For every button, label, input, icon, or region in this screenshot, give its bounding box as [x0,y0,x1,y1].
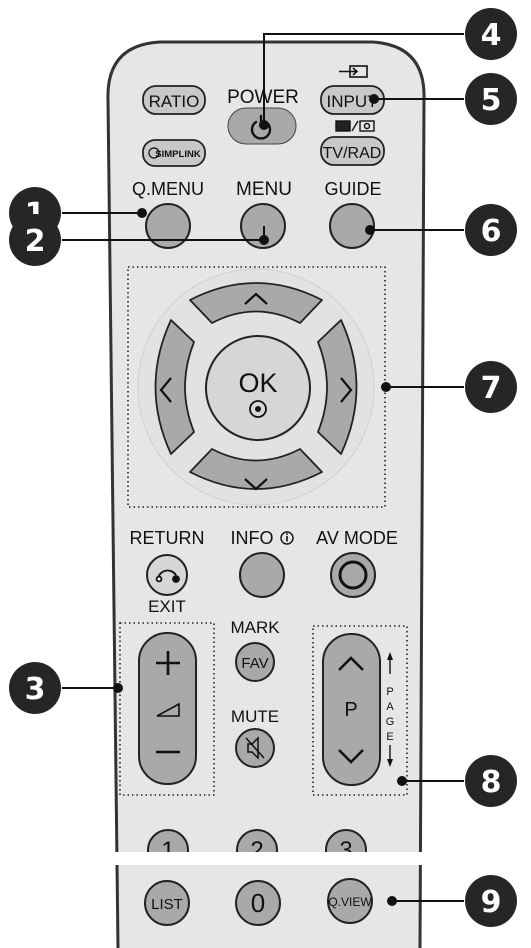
volume-rocker[interactable] [138,632,197,785]
q-view-button[interactable]: Q.VIEW [327,878,373,924]
callout-4: 4 [465,8,517,60]
ok-dot-icon [249,400,267,418]
tv-rad-button[interactable]: TV/RAD [320,136,385,166]
exit-label: EXIT [148,597,186,616]
return-label: RETURN [130,528,205,548]
ok-button[interactable]: OK [205,335,311,441]
q-menu-button[interactable] [145,203,191,249]
callout-7-number: 7 [481,371,502,406]
mute-icon [245,736,265,760]
q-view-label: Q.VIEW [328,895,372,909]
callout-6: 6 [465,204,517,256]
nav-left-button[interactable] [154,319,195,455]
page-down-arrow-icon [387,759,393,767]
program-group-box [312,625,408,796]
callout-3-number: 3 [25,672,46,707]
list-button[interactable]: LIST [144,880,190,926]
program-p-label: P [344,699,357,721]
list-label: LIST [151,896,183,913]
ok-label: OK [238,368,277,398]
callout-2: 2 [9,214,61,266]
callout-7: 7 [465,361,517,413]
callout-5: 5 [465,73,517,125]
program-rocker[interactable]: P [322,633,381,786]
mute-button[interactable] [235,728,275,768]
callout-8: 8 [465,755,517,807]
mute-label: MUTE [231,707,279,726]
info-label: INFO [231,528,274,548]
simplink-button[interactable]: SIMPLINK [142,139,206,167]
program-down-icon [338,749,364,764]
nav-down-button[interactable] [189,448,323,491]
number-0-label: 0 [251,888,265,918]
program-up-icon [338,656,364,671]
number-1-label: 1 [161,837,174,864]
input-label: INPUT [327,92,378,111]
number-3-button[interactable]: 3 [325,829,367,870]
av-mode-label: AV MODE [316,528,398,548]
page-letter-e: E [386,731,393,743]
plus-icon [156,651,180,675]
callout-8-number: 8 [481,765,502,800]
leader-4 [263,33,464,125]
ratio-label: RATIO [149,92,200,111]
fav-label: FAV [241,655,268,672]
chevron-right-icon [340,377,353,403]
page-letter-g: G [386,716,395,728]
number-3-label: 3 [339,837,352,864]
input-button[interactable]: INPUT [320,85,385,115]
nav-up-button[interactable] [189,282,323,324]
simplink-label: SIMPLINK [155,149,201,160]
av-mode-ring-icon [338,560,368,590]
page-letter-a: A [386,701,394,713]
nav-right-button[interactable] [317,319,358,455]
ratio-button[interactable]: RATIO [142,85,206,115]
return-icon [155,569,180,583]
number-2-button[interactable]: 2 [236,829,278,870]
number-2-label: 2 [250,837,263,864]
tv-rad-label: TV/RAD [323,145,382,162]
callout-3: 3 [9,662,61,714]
number-0-button[interactable]: 0 [235,880,281,926]
callout-5-number: 5 [481,83,502,118]
chevron-down-icon [244,478,268,491]
page-up-arrow-icon [387,652,393,660]
info-icon [280,531,294,545]
av-mode-button[interactable] [330,552,376,598]
return-button[interactable] [146,554,188,596]
page-indicator: P A G E [386,652,395,767]
callout-6-number: 6 [481,214,502,249]
input-icon [339,65,368,78]
simplink-icon [148,147,160,159]
guide-label: GUIDE [324,179,381,199]
guide-button[interactable] [329,203,375,249]
remote-cut-gap [96,852,436,865]
leader-dots [113,94,407,906]
callout-9: 9 [465,875,517,927]
number-1-button[interactable]: 1 [147,829,189,870]
tv-rad-icon [335,120,375,132]
mark-label: MARK [230,618,280,637]
volume-ramp-icon [156,702,180,717]
callout-9-number: 9 [481,885,502,920]
page-letter-p: P [386,686,393,698]
fav-button[interactable]: FAV [235,642,275,682]
callout-4-number: 4 [481,18,502,53]
callout-2-number: 2 [25,224,46,259]
menu-label: MENU [236,179,292,200]
info-button[interactable] [239,552,285,598]
chevron-left-icon [159,377,172,403]
volume-group-box [119,622,215,796]
chevron-up-icon [244,292,268,305]
q-menu-label: Q.MENU [132,179,204,199]
nav-group-box [127,266,386,508]
